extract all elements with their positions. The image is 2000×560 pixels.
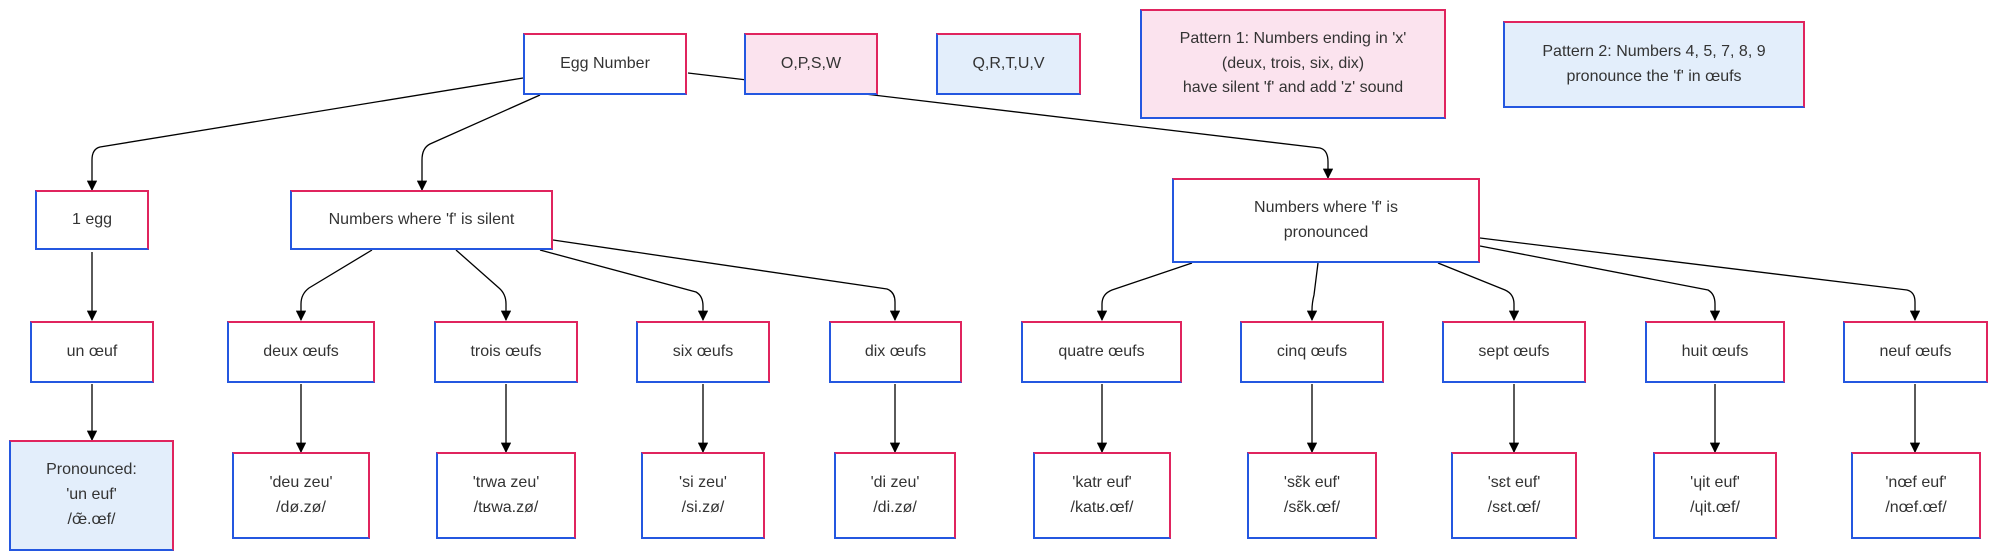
pron-line: /dø.zø/: [276, 498, 326, 516]
pron-line: /katʁ.œf/: [1070, 498, 1134, 516]
word-label: dix œufs: [864, 342, 927, 360]
word-node-cinq: cinq œufs: [1240, 321, 1384, 383]
edge-pron-cinq: [1306, 262, 1319, 322]
pron-line: /œ̃.œf/: [67, 510, 116, 528]
pron-node-six: 'si zeu' /si.zø/: [641, 452, 765, 539]
pron-line: 'nœf euf': [1885, 473, 1947, 491]
word-label: neuf œufs: [1879, 342, 1952, 360]
pron-line: /ɥit.œf/: [1690, 498, 1740, 516]
word-label: six œufs: [672, 342, 734, 360]
edge-silent-deux: [295, 249, 373, 322]
pron-node-cinq: 'sɛ̃k euf' /sɛ̃k.œf/: [1247, 452, 1377, 539]
pronounced-f-label-line: Numbers where 'f' is: [1254, 198, 1398, 216]
pron-node-trois: 'trwa zeu' /tʁwa.zø/: [436, 452, 576, 539]
pattern-1-line: (deux, trois, six, dix): [1221, 54, 1365, 72]
edge-silent-six: [539, 249, 709, 322]
pron-line: /nœf.œf/: [1885, 498, 1947, 516]
edge-pron-quatre: [1096, 262, 1193, 322]
legend-pink-label: O,P,S,W: [780, 54, 842, 72]
word-node-huit: huit œufs: [1645, 321, 1785, 383]
legend-blue-label: Q,R,T,U,V: [972, 54, 1045, 72]
pattern-2-line: Pattern 2: Numbers 4, 5, 7, 8, 9: [1542, 42, 1766, 60]
pron-line: 'sɛt euf': [1487, 473, 1541, 491]
word-node-trois: trois œufs: [434, 321, 578, 383]
edge-silent-trois: [455, 249, 512, 322]
word-label: un œuf: [66, 342, 118, 360]
pron-node-neuf: 'nœf euf' /nœf.œf/: [1851, 452, 1981, 539]
pron-line: 'trwa zeu': [472, 473, 540, 491]
word-node-un: un œuf: [30, 321, 154, 383]
legend-blue-class: Q,R,T,U,V: [936, 33, 1081, 95]
pron-line: /di.zø/: [873, 498, 917, 516]
pron-line: Pronounced:: [46, 461, 137, 479]
pron-line: /si.zø/: [681, 498, 725, 516]
word-node-neuf: neuf œufs: [1843, 321, 1988, 383]
word-label: quatre œufs: [1058, 342, 1145, 360]
pattern-1-line: Pattern 1: Numbers ending in 'x': [1179, 29, 1407, 47]
one-egg-label: 1 egg: [71, 210, 113, 228]
silent-f-node: Numbers where 'f' is silent: [290, 190, 553, 250]
pronounced-f-node: Numbers where 'f' is pronounced: [1172, 178, 1480, 263]
word-label: cinq œufs: [1276, 342, 1348, 360]
word-node-sept: sept œufs: [1442, 321, 1586, 383]
pron-line: 'un euf': [66, 486, 117, 504]
pron-line: 'deu zeu': [269, 473, 333, 491]
word-label: huit œufs: [1681, 342, 1749, 360]
pattern-1-line: have silent 'f' and add 'z' sound: [1182, 79, 1404, 97]
silent-f-label: Numbers where 'f' is silent: [328, 210, 515, 228]
pattern-2-line: pronounce the 'f' in œufs: [1566, 67, 1742, 85]
pron-line: 'sɛ̃k euf': [1283, 473, 1341, 491]
one-egg-node: 1 egg: [35, 190, 149, 250]
pron-line: 'katr euf': [1072, 473, 1132, 491]
pron-line: /tʁwa.zø/: [473, 498, 539, 516]
word-label: deux œufs: [263, 342, 339, 360]
pron-node-sept: 'sɛt euf' /sɛt.œf/: [1451, 452, 1577, 539]
word-label: trois œufs: [470, 342, 542, 360]
edge-pron-huit: [1479, 245, 1721, 322]
edge-pron-sept: [1437, 262, 1520, 322]
pron-line: 'ɥit euf': [1690, 473, 1740, 491]
root-node: Egg Number: [523, 33, 687, 95]
pron-node-quatre: 'katr euf' /katʁ.œf/: [1033, 452, 1171, 539]
edge-root-silent: [416, 94, 541, 192]
word-label: sept œufs: [1478, 342, 1550, 360]
pron-node-un: Pronounced: 'un euf' /œ̃.œf/: [9, 440, 174, 551]
pron-line: 'si zeu': [679, 473, 727, 491]
edge-root-pronounced: [687, 72, 1334, 180]
edge-pron-neuf: [1479, 237, 1921, 322]
pattern-2-note: Pattern 2: Numbers 4, 5, 7, 8, 9 pronoun…: [1503, 21, 1805, 108]
edge-silent-dix: [552, 239, 901, 322]
word-node-quatre: quatre œufs: [1021, 321, 1182, 383]
pronounced-f-label-line: pronounced: [1283, 223, 1369, 241]
edge-root-one: [86, 77, 524, 192]
pron-node-huit: 'ɥit euf' /ɥit.œf/: [1653, 452, 1777, 539]
pron-line: /sɛt.œf/: [1487, 498, 1541, 516]
pron-node-deux: 'deu zeu' /dø.zø/: [232, 452, 370, 539]
root-label: Egg Number: [560, 54, 650, 72]
word-node-six: six œufs: [636, 321, 770, 383]
legend-pink-class: O,P,S,W: [744, 33, 878, 95]
pattern-1-note: Pattern 1: Numbers ending in 'x' (deux, …: [1140, 9, 1446, 119]
pron-node-dix: 'di zeu' /di.zø/: [834, 452, 956, 539]
pron-line: 'di zeu': [870, 473, 920, 491]
word-node-dix: dix œufs: [829, 321, 962, 383]
pron-line: /sɛ̃k.œf/: [1283, 498, 1341, 516]
word-node-deux: deux œufs: [227, 321, 375, 383]
